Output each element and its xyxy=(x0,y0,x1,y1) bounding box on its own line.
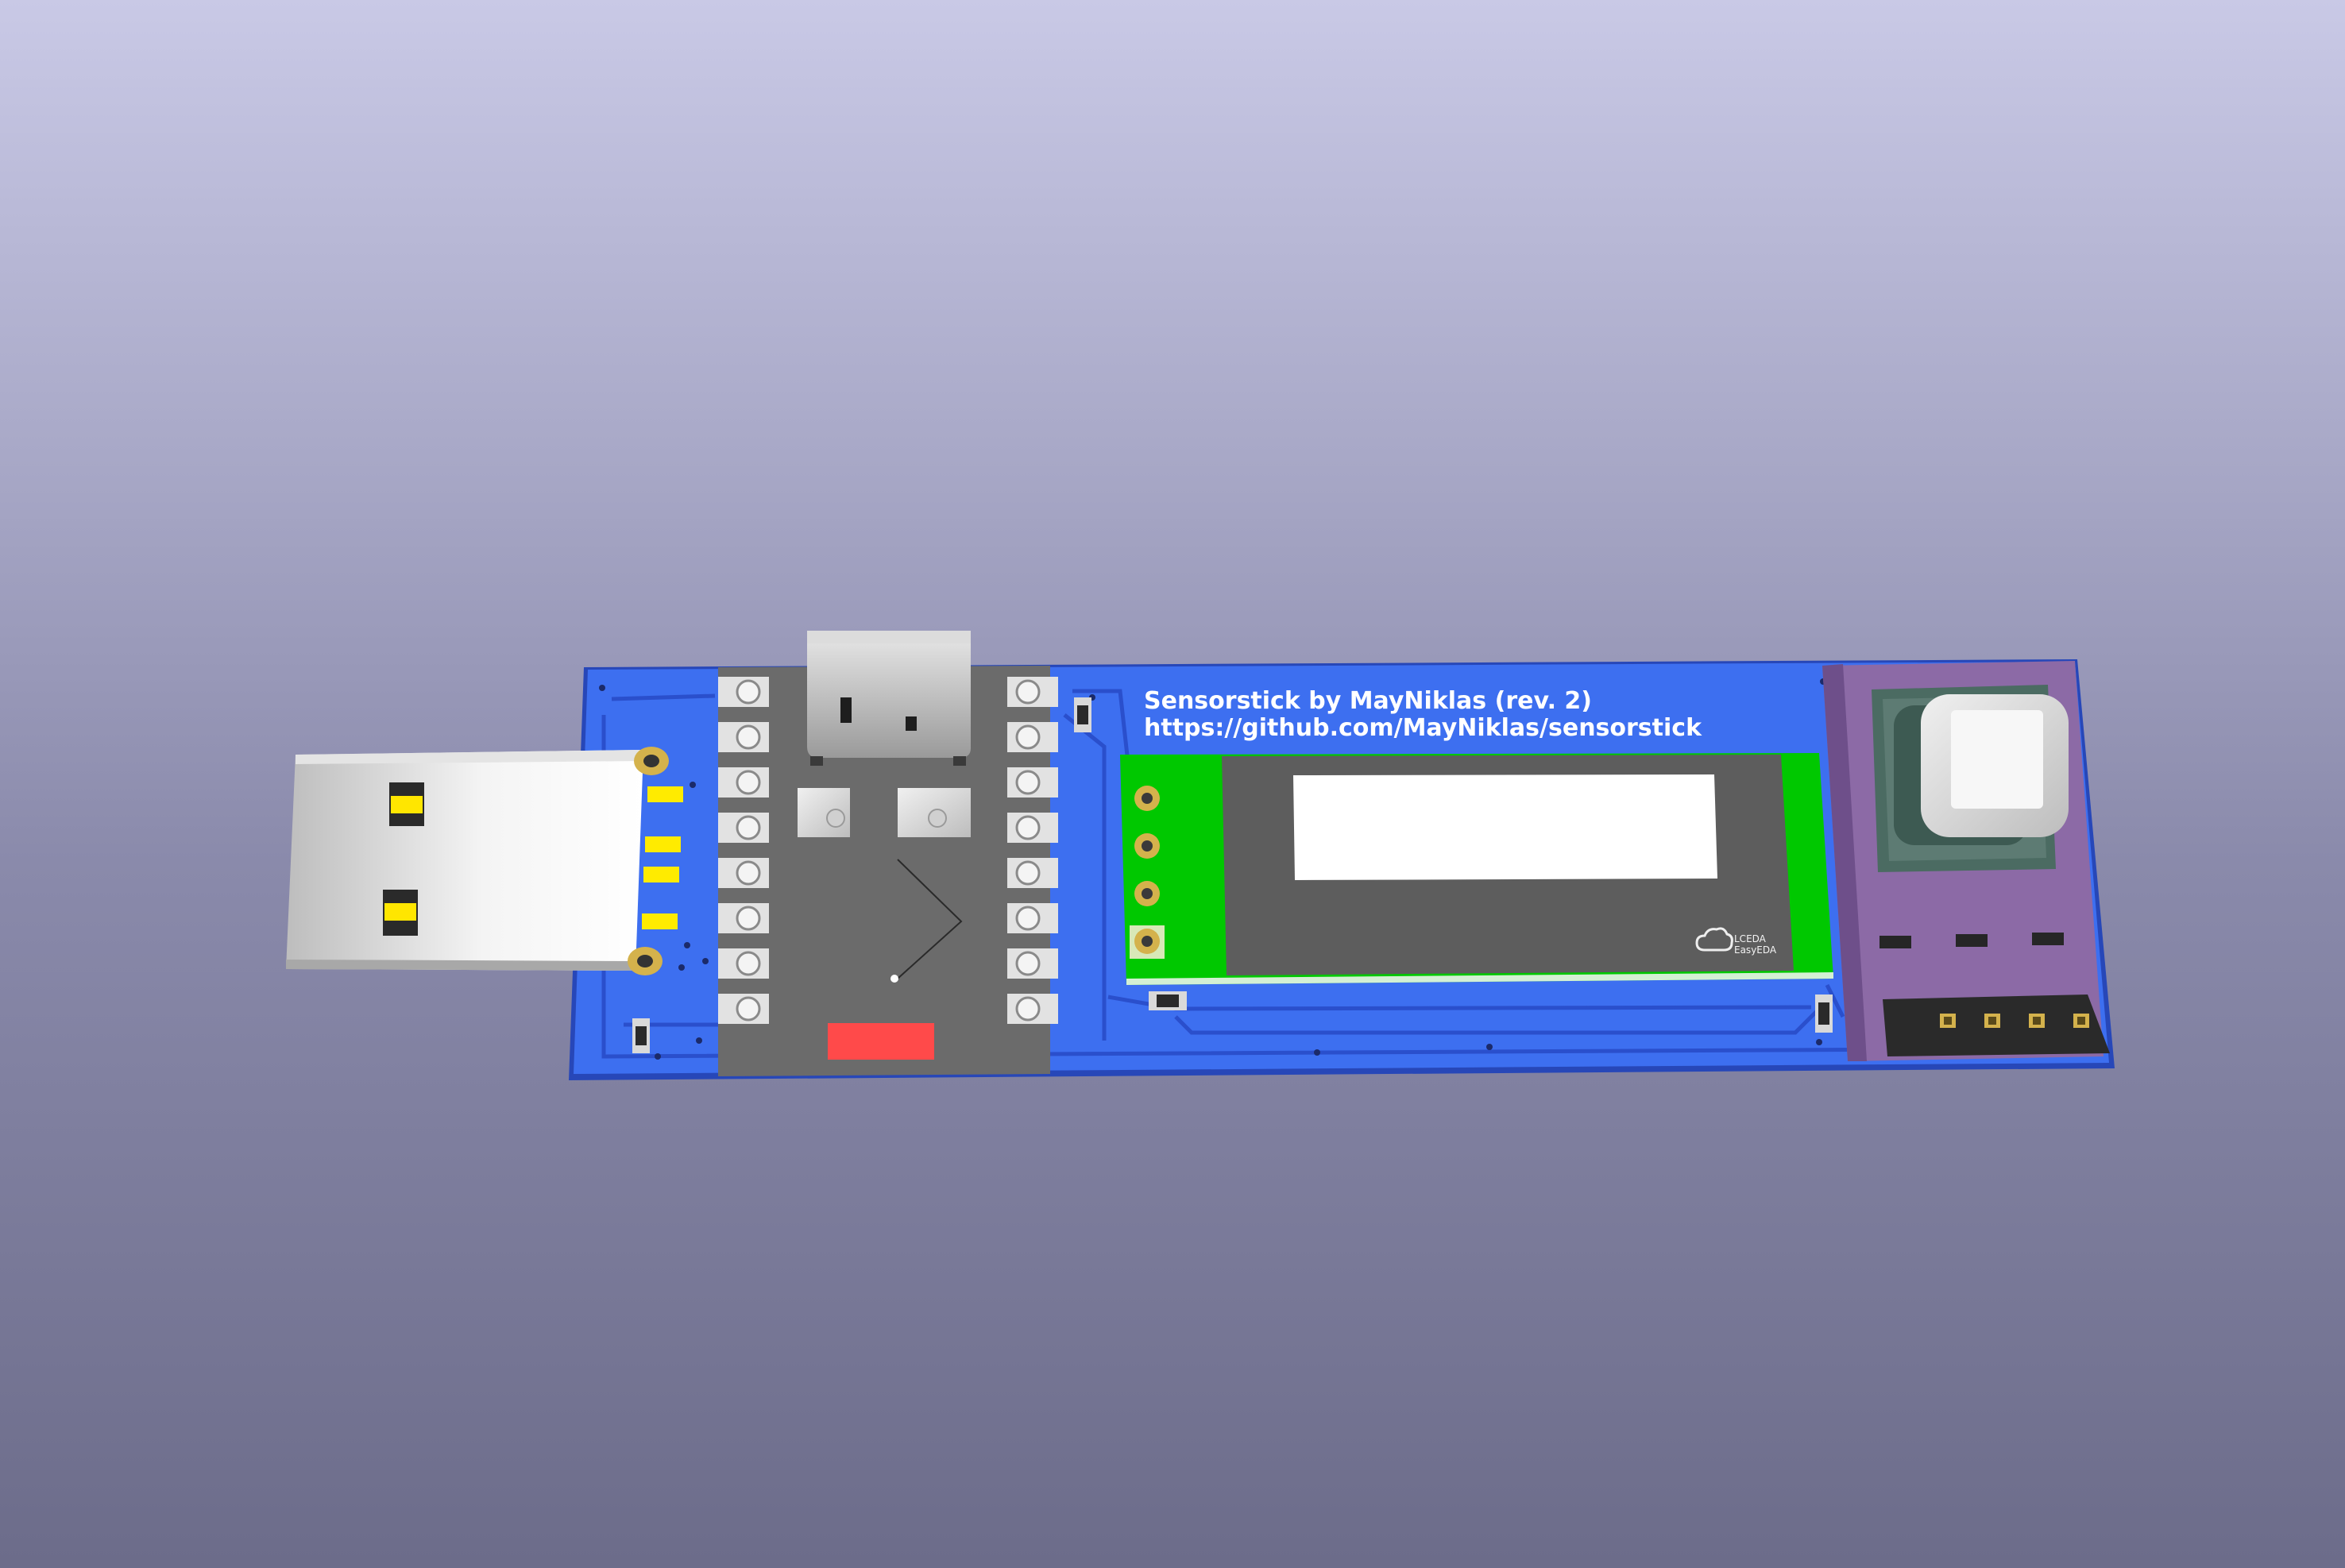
mcu-pin-right-3 xyxy=(1007,767,1058,798)
mcu-button-boot-cap xyxy=(826,809,845,828)
oled-pin-group xyxy=(1130,782,1165,959)
oled-active-area[interactable] xyxy=(1293,774,1717,880)
mcu-pin1-dot xyxy=(890,975,898,983)
oled-logo-line1: LCEDA xyxy=(1734,933,1767,944)
mcu-pin-right-8 xyxy=(1007,994,1058,1024)
smd-passives xyxy=(632,697,1833,1053)
oled-green-pcb-edge xyxy=(1126,972,1833,985)
sensor-header-pin-2 xyxy=(1984,1014,2000,1028)
mcu-pin-right-4 xyxy=(1007,813,1058,843)
mcu-pin-left-8 xyxy=(718,994,769,1024)
sensor-smd-parts xyxy=(1879,933,2064,948)
mcu-button-reset-cap xyxy=(928,809,947,828)
mcu-pin-left-2 xyxy=(718,722,769,752)
mcu-pin-left-7 xyxy=(718,948,769,979)
cloud-icon xyxy=(1695,927,1733,952)
sensor-header-pin-4 xyxy=(2073,1014,2089,1028)
oled-display-module[interactable]: LCEDA EasyEDA xyxy=(1120,753,1833,985)
mcu-pin-left-1 xyxy=(718,677,769,707)
mcu-red-marker xyxy=(828,1023,934,1060)
mcu-pin-left-3 xyxy=(718,767,769,798)
sensor-header-pin-1 xyxy=(1940,1014,1956,1028)
mcu-pin-left-5 xyxy=(718,858,769,888)
mcu-module-body xyxy=(718,666,1050,1076)
sensor-module[interactable] xyxy=(1822,661,2110,1061)
mcu-pin-group xyxy=(718,677,1058,1024)
oled-pin-1 xyxy=(1130,782,1165,816)
silkscreen-title: Sensorstick by MayNiklas (rev. 2) xyxy=(1144,687,1592,715)
mcu-pin-right-6 xyxy=(1007,903,1058,933)
sensor-header-pin-group xyxy=(1940,1014,2089,1028)
usb-a-plug-icon xyxy=(286,750,643,971)
sensor-purple-pcb-shade xyxy=(1822,664,1867,1061)
mcu-pin-right-1 xyxy=(1007,677,1058,707)
sensor-cap-top xyxy=(1951,710,2043,809)
mcu-pin-right-7 xyxy=(1007,948,1058,979)
usb-a-pads xyxy=(628,747,683,975)
oled-pin-3 xyxy=(1130,878,1165,911)
mcu-pin-left-6 xyxy=(718,903,769,933)
mcu-pin-right-5 xyxy=(1007,858,1058,888)
oled-pin-2 xyxy=(1130,830,1165,863)
usb-a-connector[interactable] xyxy=(286,747,683,975)
mcu-antenna-marking xyxy=(897,859,963,979)
mcu-module[interactable] xyxy=(718,666,1058,1076)
usb-c-port-icon xyxy=(807,631,971,766)
oled-logo-line2: EasyEDA xyxy=(1734,944,1777,956)
mcu-pin-right-2 xyxy=(1007,722,1058,752)
silkscreen-url: https://github.com/MayNiklas/sensorstick xyxy=(1144,714,1702,742)
mcu-pin-left-4 xyxy=(718,813,769,843)
sensor-header-pin-3 xyxy=(2029,1014,2045,1028)
usb-c-connector[interactable] xyxy=(807,631,971,766)
oled-pin-4 xyxy=(1130,925,1165,959)
